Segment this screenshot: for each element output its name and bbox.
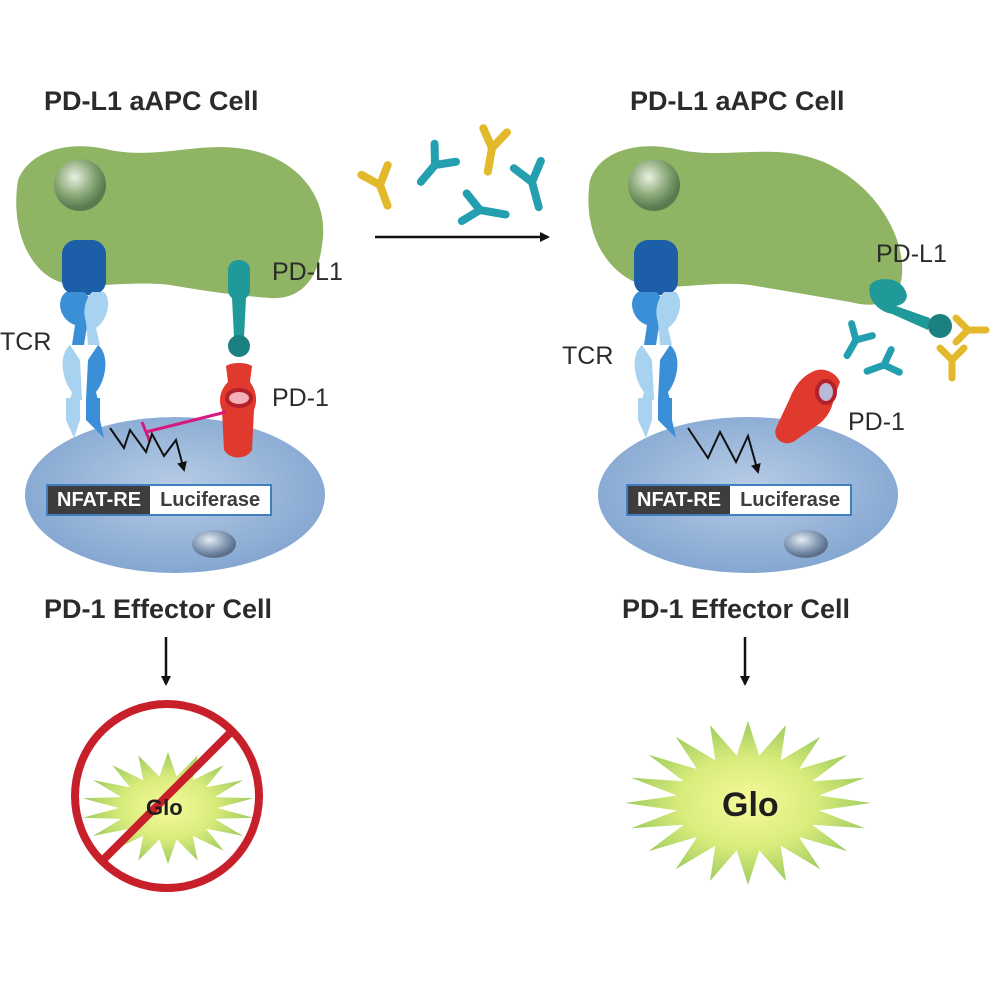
pd1-bound-antibody-2 — [863, 346, 903, 376]
left-pd1-molecule — [220, 363, 257, 458]
left-pdl1-molecule — [228, 260, 250, 357]
left-pdl1-label: PD-L1 — [272, 258, 343, 286]
left-luciferase-label: Luciferase — [160, 489, 261, 511]
right-nfat-luciferase-box: NFAT-RE Luciferase — [626, 484, 853, 516]
free-antibody-3 — [479, 124, 511, 176]
right-signal-arrow — [687, 427, 761, 474]
left-effector-title: PD-1 Effector Cell — [44, 594, 273, 624]
right-effector-title: PD-1 Effector Cell — [622, 594, 851, 624]
pdl1-bound-antibody-2 — [936, 344, 968, 382]
right-apc-nucleus — [628, 159, 680, 211]
right-pd1-molecule — [775, 369, 840, 444]
right-pd1-label: PD-1 — [848, 408, 905, 436]
left-tcr-receptor — [60, 240, 109, 438]
pd1-bound-antibody-1 — [843, 320, 876, 360]
left-tcr-label: TCR — [0, 328, 52, 356]
right-pdl1-molecule — [869, 278, 952, 338]
right-tcr-label: TCR — [562, 342, 614, 370]
right-nfat-re-label: NFAT-RE — [628, 486, 731, 514]
no-signal-sign — [71, 700, 263, 892]
free-antibody-4 — [457, 189, 510, 226]
right-effector-nucleus — [784, 530, 828, 558]
left-pd1-label: PD-1 — [272, 384, 329, 412]
free-antibody-2 — [416, 139, 461, 186]
right-luciferase-label: Luciferase — [740, 489, 841, 511]
free-antibody-1 — [357, 161, 392, 210]
left-effector-nucleus — [192, 530, 236, 558]
right-pdl1-label: PD-L1 — [876, 240, 947, 268]
right-apc-title: PD-L1 aAPC Cell — [630, 86, 845, 116]
right-glo-label: Glo — [722, 786, 779, 824]
left-inhibition-line — [140, 410, 227, 443]
left-glo-label: Glo — [146, 795, 183, 820]
left-nfat-luciferase-box: NFAT-RE Luciferase — [46, 484, 273, 516]
pdl1-bound-antibody-1 — [952, 314, 990, 346]
right-tcr-receptor — [632, 240, 681, 438]
left-apc-title: PD-L1 aAPC Cell — [44, 86, 259, 116]
left-nfat-re-label: NFAT-RE — [48, 486, 151, 514]
right-glo-burst — [625, 721, 871, 885]
left-apc-nucleus — [54, 159, 106, 211]
left-signal-arrow — [109, 427, 187, 472]
free-antibody-5 — [509, 156, 545, 212]
